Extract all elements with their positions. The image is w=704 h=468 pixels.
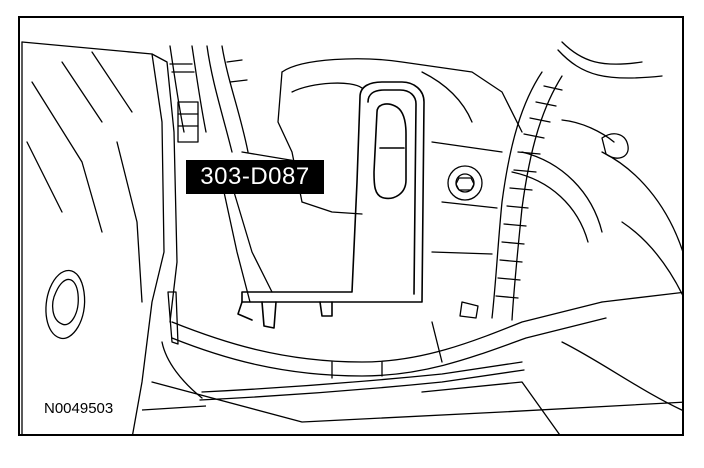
figure-frame: [18, 16, 684, 436]
fender-panel: [21, 41, 178, 434]
wiring-harness: [491, 41, 663, 321]
lower-structure: [151, 381, 682, 434]
upper-hoses: [169, 45, 249, 153]
fender-oval-opening: [45, 269, 86, 340]
right-body-panel: [561, 151, 682, 411]
lower-tubes: [161, 291, 607, 401]
figure-id-label: N0049503: [42, 400, 116, 418]
bolt-head: [447, 165, 483, 201]
figure-id-leader: [141, 405, 207, 411]
tool-number-label: 303-D087: [186, 160, 324, 194]
special-tool-bracket: [237, 81, 425, 329]
